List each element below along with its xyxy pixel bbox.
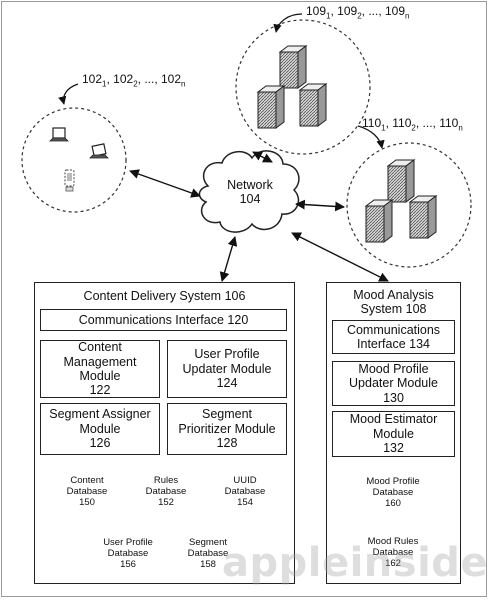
laptop-icon	[89, 143, 109, 159]
db-line: Mood Rules	[367, 536, 419, 547]
content-database-label: Content Database 150	[50, 475, 124, 509]
module-line: 122	[89, 383, 111, 398]
db-line: 158	[200, 559, 216, 571]
network-name: Network	[227, 178, 273, 192]
server-stack-icon	[278, 45, 308, 89]
db-line: User Profile	[103, 537, 153, 548]
module-line: 124	[216, 376, 238, 391]
pointer-clients	[58, 83, 79, 105]
db-line: Database	[372, 547, 414, 559]
module-line: Mood Profile	[358, 361, 429, 376]
mood-rules-database-label: Mood Rules Database 162	[345, 536, 441, 570]
module-line: Module	[79, 369, 121, 383]
server-stack-icon	[256, 85, 286, 129]
module-line: Updater Module	[182, 361, 272, 376]
module-line: Content	[78, 340, 122, 355]
module-line: Segment Assigner	[49, 407, 151, 422]
server-cluster-top-circle	[235, 19, 371, 155]
content-management-module: Content Management Module 122	[40, 340, 160, 398]
pointer-servers-top	[273, 13, 303, 33]
server-stack-icon	[386, 159, 416, 203]
module-line: Segment	[201, 407, 253, 422]
communications-interface-134: Communications Interface 134	[332, 320, 455, 354]
arrow-network-servers-right	[295, 199, 345, 212]
server-stack-icon	[364, 199, 394, 243]
db-line: Database	[107, 548, 149, 560]
rules-database-label: Rules Database 152	[129, 475, 203, 509]
module-line: User Profile	[194, 347, 260, 362]
db-line: Mood Profile	[366, 476, 420, 487]
pointer-servers-right	[357, 125, 385, 149]
db-line: 152	[158, 497, 174, 509]
db-line: UUID	[233, 475, 257, 486]
module-line: 132	[383, 441, 404, 456]
client-devices-label: 1021, 1022, ..., 102n	[82, 72, 186, 89]
communications-interface-120-label: Communications Interface 120	[78, 312, 249, 327]
arrow-network-servers-top	[252, 151, 273, 163]
title-line: System 108	[360, 302, 427, 317]
segment-database-label: Segment Database 158	[171, 537, 245, 571]
mood-profile-updater-module: Mood Profile Updater Module 130	[332, 361, 455, 406]
db-line: Database	[145, 486, 187, 498]
module-line: Updater Module	[349, 376, 438, 391]
db-line: 156	[120, 559, 136, 571]
arrow-network-cds	[219, 236, 238, 282]
segment-prioritizer-module: Segment Prioritizer Module 128	[167, 403, 287, 455]
db-line: 154	[237, 497, 253, 509]
communications-interface-120: Communications Interface 120	[40, 309, 287, 331]
arrow-network-clients	[129, 169, 201, 198]
segment-assigner-module: Segment Assigner Module 126	[40, 403, 160, 455]
title-line: Mood Analysis	[353, 288, 434, 302]
module-line: Prioritizer Module	[178, 421, 276, 436]
module-line: Management	[63, 354, 137, 369]
module-line: 128	[216, 436, 238, 451]
server-cluster-right-circle	[346, 142, 472, 268]
servers-right-label: 1101, 1102, ..., 110n	[362, 116, 463, 133]
servers-top-label: 1091, 1092, ..., 109n	[306, 4, 410, 21]
module-line: Mood Estimator	[349, 412, 438, 427]
db-line: 160	[385, 498, 401, 510]
arrow-network-mas	[291, 232, 389, 282]
laptop-icon	[49, 127, 69, 142]
db-line: 162	[385, 558, 401, 570]
module-line: Interface 134	[357, 337, 430, 351]
mood-estimator-module: Mood Estimator Module 132	[332, 411, 455, 457]
module-line: Module	[79, 421, 121, 436]
mood-profile-database-label: Mood Profile Database 160	[345, 476, 441, 510]
network-number: 104	[239, 192, 261, 207]
db-line: Database	[66, 486, 108, 498]
module-line: Module	[373, 426, 414, 441]
uuid-database-label: UUID Database 154	[208, 475, 282, 509]
db-line: 150	[79, 497, 95, 509]
module-line: Communications	[346, 322, 441, 337]
module-line: 126	[89, 436, 111, 451]
user-profile-database-label: User Profile Database 156	[91, 537, 165, 571]
mood-analysis-system-title: Mood Analysis System 108	[326, 288, 461, 317]
network-label: Network 104	[218, 178, 282, 207]
db-line: Database	[372, 487, 414, 499]
server-stack-icon	[408, 195, 438, 239]
db-line: Rules	[153, 475, 179, 486]
db-line: Database	[187, 548, 229, 560]
user-profile-updater-module: User Profile Updater Module 124	[167, 340, 287, 398]
server-stack-icon	[298, 83, 328, 127]
client-cluster-circle	[21, 107, 127, 213]
db-line: Content	[70, 475, 104, 486]
content-delivery-system-title: Content Delivery System 106	[83, 289, 246, 303]
db-line: Database	[224, 486, 266, 498]
watermark: appleinsider	[222, 540, 490, 586]
module-line: 130	[383, 390, 404, 405]
phone-icon	[64, 169, 75, 192]
db-line: Segment	[188, 537, 228, 548]
